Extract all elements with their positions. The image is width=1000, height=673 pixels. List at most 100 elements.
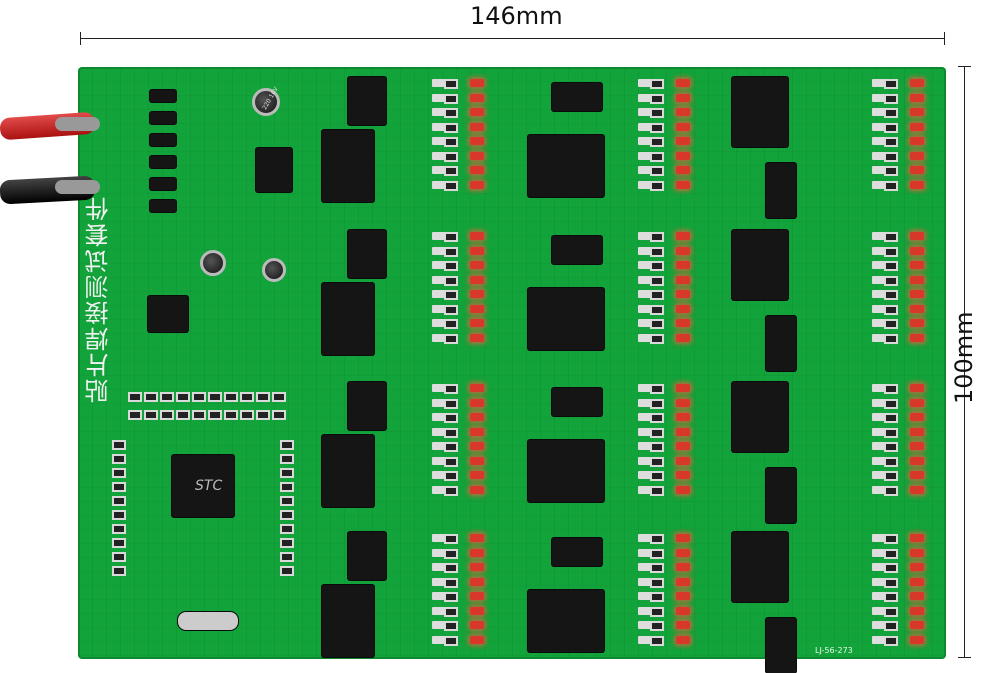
led-lit [676,93,690,102]
resistor [650,635,664,646]
resistor [650,606,664,617]
resistor-pad [638,180,652,189]
resistor [444,413,458,423]
shift-register-ic [322,130,374,202]
led-lit [470,577,484,586]
right-small-ic [766,468,796,523]
resistor [650,485,664,496]
led-lit [676,456,690,465]
led-lit [910,456,924,465]
resistor [884,304,898,315]
led-lit [910,485,924,494]
resistor-pad [872,635,886,644]
led-lit [470,151,484,160]
right-small-ic [766,163,796,218]
resistor-pad [872,577,886,586]
resistor-pad [432,180,446,189]
buffer-ic [348,532,386,580]
black-clip [55,180,100,194]
led-lit [470,413,484,421]
led-lit [910,398,924,407]
resistor-pad [638,635,652,644]
header-resistor [144,392,158,402]
led-lit [910,442,924,450]
resistor [444,290,458,300]
resistor [884,398,898,409]
resistor-pad [432,456,446,465]
resistor [650,180,664,191]
resistor-pad [432,246,446,255]
resistor-pad [638,122,652,131]
pcb-board [78,67,946,659]
resistor [884,333,898,344]
resistor [112,552,126,562]
resistor [444,592,458,602]
board-title: 贴片焊接测试套件 [85,195,113,403]
shift-register-ic [322,585,374,657]
resistor [650,304,664,315]
header-resistor [176,410,190,420]
led-lit [910,232,924,240]
resistor-pad [872,79,886,87]
resistor [884,534,898,544]
header-resistor [176,392,190,402]
resistor-pad [872,621,886,629]
led-lit [910,79,924,87]
resistor-pad [432,290,446,298]
led-lit [676,180,690,189]
resistor [884,413,898,423]
led-lit [470,166,484,174]
resistor-pad [432,122,446,131]
resistor [444,606,458,617]
resistor [444,232,458,242]
header-resistor [224,392,238,402]
resistor-pad [432,319,446,327]
resistor [444,534,458,544]
resistor [884,471,898,481]
led-lit [676,137,690,145]
resistor [444,384,458,394]
resistor-pad [872,275,886,284]
resistor [884,246,898,257]
led-lit [676,151,690,160]
width-dimension-line [80,32,945,45]
width-dimension-label: 146mm [470,2,563,30]
resistor-pad [638,471,652,479]
header-resistor [208,410,222,420]
led-lit [910,413,924,421]
resistor [650,534,664,544]
led-lit [470,442,484,450]
resistor-pad [432,621,446,629]
resistor-pad [872,108,886,116]
resistor [884,621,898,631]
resistor [650,122,664,133]
resistor [444,333,458,344]
led-lit [470,427,484,436]
resistor [444,79,458,89]
resistor-pad [872,471,886,479]
resistor [884,548,898,559]
electrolytic-capacitor [200,250,226,276]
resistor-pad [432,166,446,174]
resistor [650,384,664,394]
led-lit [910,606,924,615]
resistor [650,275,664,286]
resistor-pad [872,290,886,298]
resistor-pad [638,261,652,269]
led-lit [470,635,484,644]
resistor [650,261,664,271]
led-lit [676,166,690,174]
latch-ic [552,388,602,416]
resistor [444,246,458,257]
resistor-pad [872,151,886,160]
resistor [884,166,898,176]
resistor-pad [638,606,652,615]
resistor-pad [432,232,446,240]
resistor [444,398,458,409]
resistor-pad [872,606,886,615]
resistor [444,621,458,631]
resistor-pad [432,413,446,421]
resistor-pad [872,592,886,600]
resistor-pad [638,577,652,586]
led-lit [676,592,690,600]
